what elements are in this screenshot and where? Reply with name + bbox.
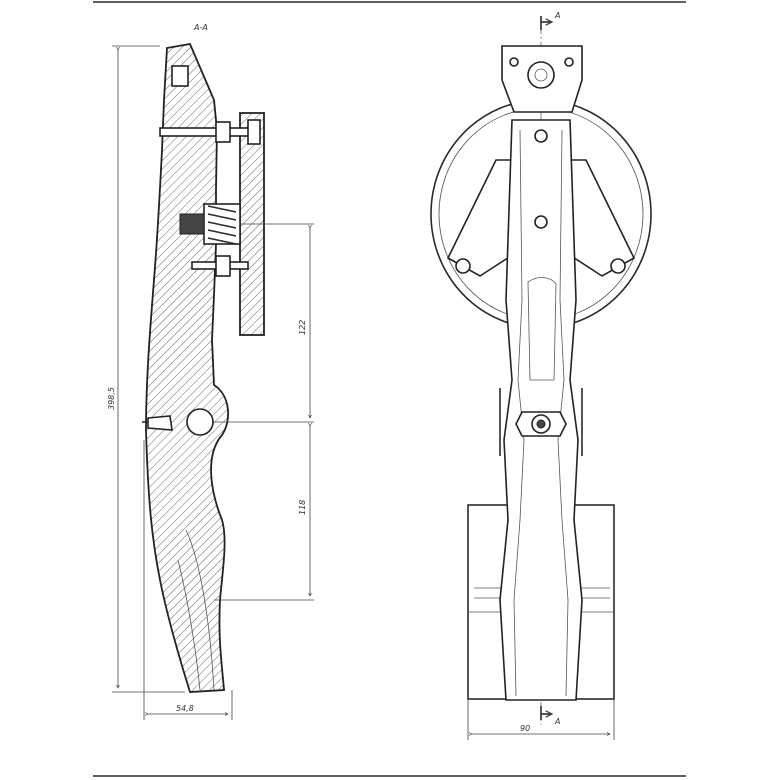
dim-upper-spacing: 122	[214, 223, 314, 423]
dim-side-width: 54,8	[143, 440, 233, 720]
pivot-bore	[186, 408, 214, 436]
section-mark-top: A	[540, 11, 560, 30]
dim-label-overall-height: 398,5	[107, 387, 116, 410]
top-slot	[171, 65, 189, 87]
dim-label-lower-spacing: 118	[298, 500, 307, 515]
section-title: A-A	[193, 23, 208, 32]
section-mark-bottom: A	[540, 706, 560, 726]
grease-nipple	[147, 415, 173, 431]
dim-label-front-width: 90	[520, 724, 530, 733]
bolt-lower	[191, 255, 249, 277]
section-view: A-A	[107, 23, 314, 720]
front-view: A A	[430, 11, 652, 740]
top-bore	[527, 61, 555, 89]
dim-front-width: 90	[467, 700, 615, 740]
svg-text:A: A	[554, 11, 560, 20]
pivot-nut	[515, 411, 567, 437]
dim-overall-height: 398,5	[107, 45, 185, 693]
lever-body-front	[499, 119, 583, 701]
bolt-upper	[159, 119, 261, 145]
compression-spring	[179, 203, 241, 245]
dim-label-side-width: 54,8	[176, 704, 194, 713]
dim-label-upper-spacing: 122	[298, 320, 307, 335]
dim-lower-spacing: 118	[214, 426, 314, 601]
svg-text:A: A	[554, 717, 560, 726]
